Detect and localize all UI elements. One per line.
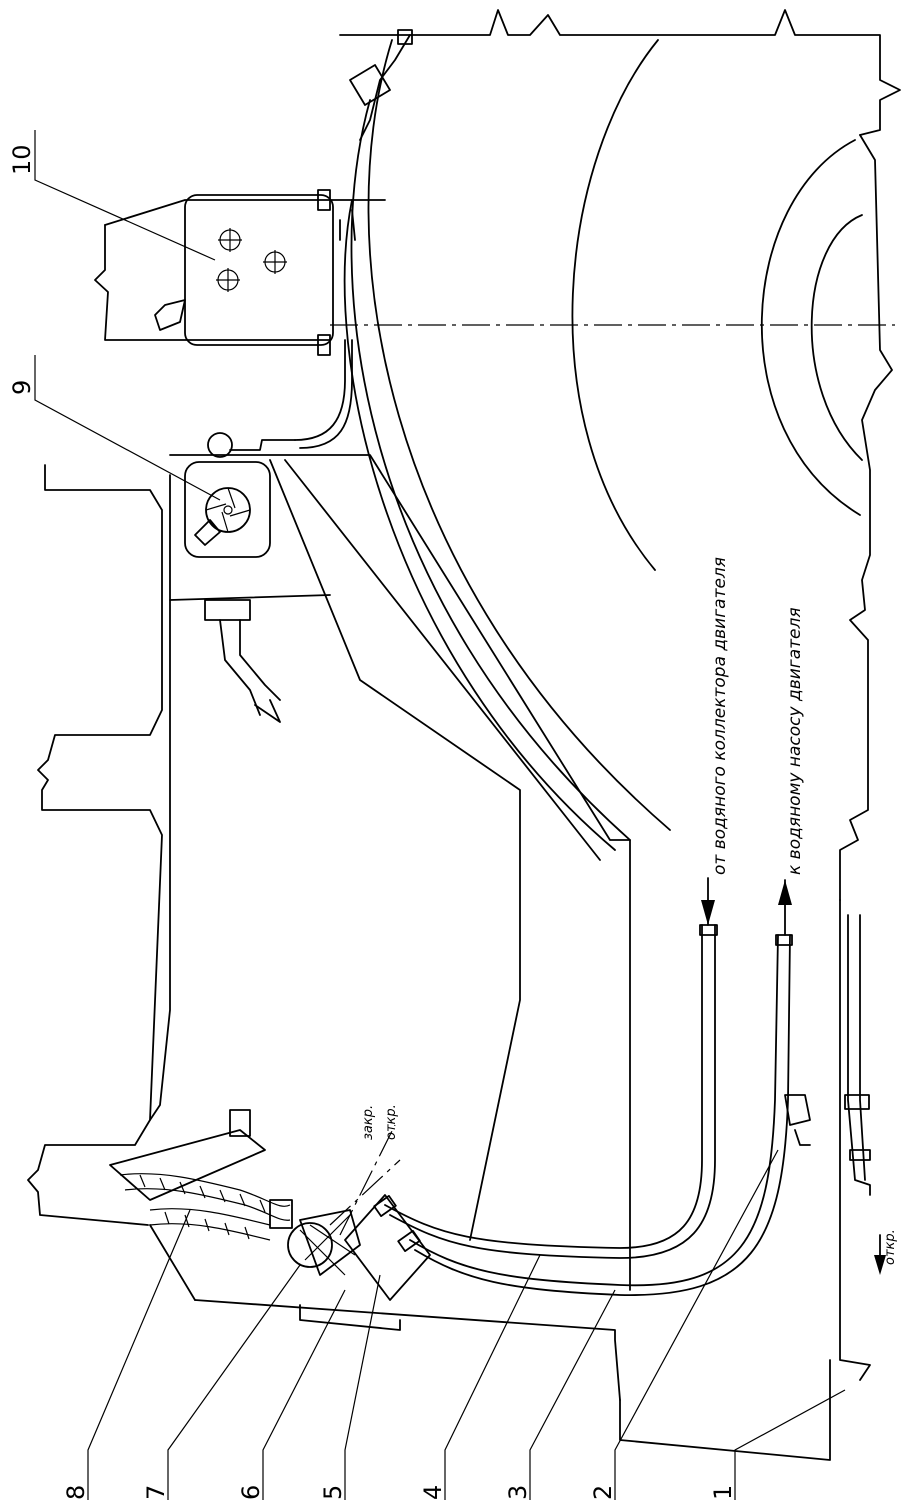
note-open-valve: откр. [384,1104,399,1140]
pipe-3 [409,934,793,1296]
flow-arrows [701,877,886,1275]
callout-1: 1 [709,1485,737,1500]
leaders [34,130,846,1500]
note-open-drain: откр. [883,1229,898,1265]
arrow-in-head [701,900,715,925]
callout-6: 6 [237,1485,265,1500]
callout-9: 9 [8,380,36,395]
filter-5 [344,1194,431,1301]
inner-plates [149,454,631,1401]
drain-1 [844,914,871,1196]
valve-2 [784,1094,811,1146]
frame-left [27,464,331,1226]
note-to-pump: к водяному насосу двигателя [785,607,805,875]
callout-8: 8 [62,1485,90,1500]
callout-labels: 10 9 8 7 6 5 4 3 2 1 [8,144,737,1500]
engine-ring [343,39,863,851]
callout-4: 4 [419,1485,447,1500]
valve-assembly-6-7 [287,1124,401,1276]
tank-10 [94,189,386,356]
callout-3: 3 [504,1485,532,1500]
arrow-out-head [778,880,792,905]
callout-2: 2 [589,1485,617,1500]
callout-5: 5 [319,1485,347,1500]
arrow-drain-head [874,1255,886,1275]
bellows-8 [109,1109,293,1241]
hull-outline [339,9,901,1461]
callout-10: 10 [8,144,36,175]
note-from-collector: от водяного коллектора двигателя [710,557,730,875]
pump-9 [184,432,296,723]
ring-piping [294,29,413,449]
callout-7: 7 [142,1485,170,1500]
note-closed: закр. [361,1105,376,1140]
pipe-4 [384,924,718,1259]
